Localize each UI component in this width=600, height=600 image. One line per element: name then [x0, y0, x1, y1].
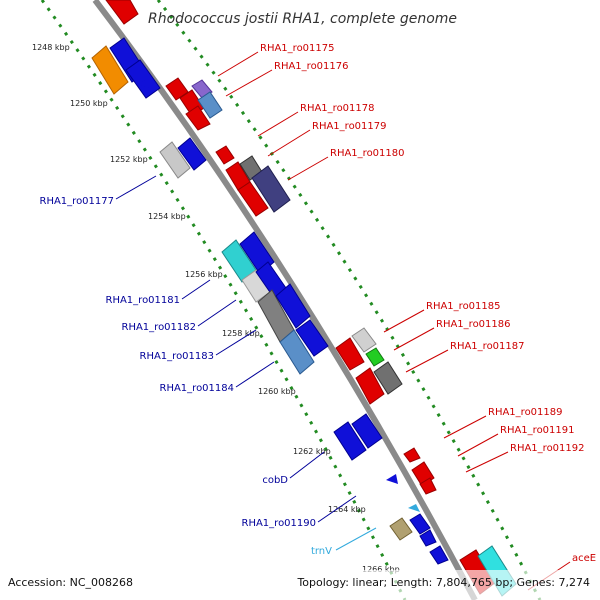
gene-blue[interactable]: [409, 513, 431, 535]
kbp-tick: 1258 kbp: [222, 329, 260, 338]
gene-blue-small[interactable]: [386, 474, 398, 484]
gene-label[interactable]: RHA1_ro01177: [40, 196, 115, 207]
gene-label[interactable]: RHA1_ro01178: [300, 103, 375, 114]
gene-RHA1_ro01186[interactable]: [365, 347, 385, 367]
gene-cobD[interactable]: [333, 421, 367, 461]
gene-red[interactable]: [335, 337, 365, 371]
gene-label[interactable]: cobD: [262, 475, 288, 486]
reverse-strand-guide: [40, 0, 407, 600]
kbp-tick: 1248 kbp: [32, 43, 70, 52]
gene-label[interactable]: RHA1_ro01176: [274, 61, 349, 72]
gene-label[interactable]: RHA1_ro01184: [160, 383, 235, 394]
gene-label[interactable]: aceE: [572, 553, 596, 564]
gene-blue[interactable]: [419, 529, 437, 547]
gene-blue[interactable]: [125, 59, 161, 99]
gene-label[interactable]: RHA1_ro01191: [500, 425, 575, 436]
gene-blue[interactable]: [429, 545, 449, 565]
gene-grey[interactable]: [159, 141, 191, 179]
gene-red[interactable]: [105, 0, 139, 25]
kbp-tick: 1250 kbp: [70, 99, 108, 108]
gene-blue-small[interactable]: [136, 80, 150, 88]
gene-label[interactable]: RHA1_ro01189: [488, 407, 563, 418]
gene-RHA1_ro01187[interactable]: [373, 361, 403, 395]
footer-band: [0, 570, 600, 600]
gene-label[interactable]: RHA1_ro01183: [140, 351, 215, 362]
kbp-tick: 1266 kbp: [362, 565, 400, 574]
gene-cluster-1256[interactable]: [221, 231, 329, 375]
gene-RHA1_ro01177-region[interactable]: [91, 37, 161, 99]
gene-cobD-region[interactable]: [333, 413, 398, 484]
gene-red[interactable]: [237, 181, 269, 217]
gene-top-red[interactable]: [105, 0, 139, 25]
gene-blue[interactable]: [351, 413, 383, 449]
gene-RHA1_ro01178[interactable]: [215, 145, 235, 165]
gene-label[interactable]: trnV: [311, 546, 332, 557]
gene-trnV[interactable]: [408, 504, 420, 512]
reverse-leaders: [115, 175, 357, 523]
gene-label[interactable]: RHA1_ro01179: [312, 121, 387, 132]
gene-label[interactable]: RHA1_ro01186: [436, 319, 511, 330]
gene-blue[interactable]: [275, 283, 311, 329]
kbp-tick: 1252 kbp: [110, 155, 148, 164]
gene-olive[interactable]: [389, 517, 413, 541]
gene-cluster-1252-fwd[interactable]: [215, 145, 291, 217]
kbp-tick: 1260 kbp: [258, 387, 296, 396]
gene-label[interactable]: RHA1_ro01180: [330, 148, 405, 159]
gene-orange[interactable]: [91, 45, 129, 95]
gene-RHA1_ro01192[interactable]: [419, 477, 437, 495]
accession-label: Accession: NC_008268: [8, 576, 133, 589]
gene-RHA1_ro01176[interactable]: [197, 91, 223, 119]
gene-label[interactable]: RHA1_ro01190: [242, 518, 317, 529]
gene-blue[interactable]: [295, 319, 329, 357]
gene-steelblue[interactable]: [279, 329, 315, 375]
gene-RHA1_ro01189[interactable]: [403, 447, 421, 463]
gene-blue[interactable]: [177, 137, 207, 171]
kbp-tick: 1264 kbp: [328, 505, 366, 514]
gene-label[interactable]: RHA1_ro01181: [106, 295, 181, 306]
gene-label[interactable]: RHA1_ro01175: [260, 43, 335, 54]
gene-cluster-1258-fwd[interactable]: [335, 327, 403, 405]
gene-cluster-1250-fwd[interactable]: [165, 77, 223, 131]
gene-RHA1_ro01175[interactable]: [165, 77, 189, 101]
kbp-tick: 1262 kbp: [293, 447, 331, 456]
gene-red[interactable]: [185, 105, 211, 131]
map-title: Rhodococcus jostii RHA1, complete genome: [148, 11, 457, 27]
gene-RHA1_ro01185[interactable]: [351, 327, 377, 353]
gene-label[interactable]: RHA1_ro01185: [426, 301, 501, 312]
gene-cluster-1252[interactable]: [159, 137, 207, 179]
gene-cluster-1264[interactable]: [389, 504, 449, 565]
gene-label[interactable]: RHA1_ro01192: [510, 443, 585, 454]
gene-cluster-1262-fwd[interactable]: [403, 447, 437, 495]
kbp-tick: 1256 kbp: [185, 270, 223, 279]
trna-leader: [335, 527, 377, 551]
gene-red[interactable]: [355, 367, 385, 405]
topology-label: Topology: linear; Length: 7,804,765 bp; …: [296, 576, 590, 589]
gene-label[interactable]: RHA1_ro01182: [122, 322, 197, 333]
gene-RHA1_ro01180[interactable]: [251, 165, 291, 213]
gene-label[interactable]: RHA1_ro01187: [450, 341, 525, 352]
kbp-tick: 1254 kbp: [148, 212, 186, 221]
